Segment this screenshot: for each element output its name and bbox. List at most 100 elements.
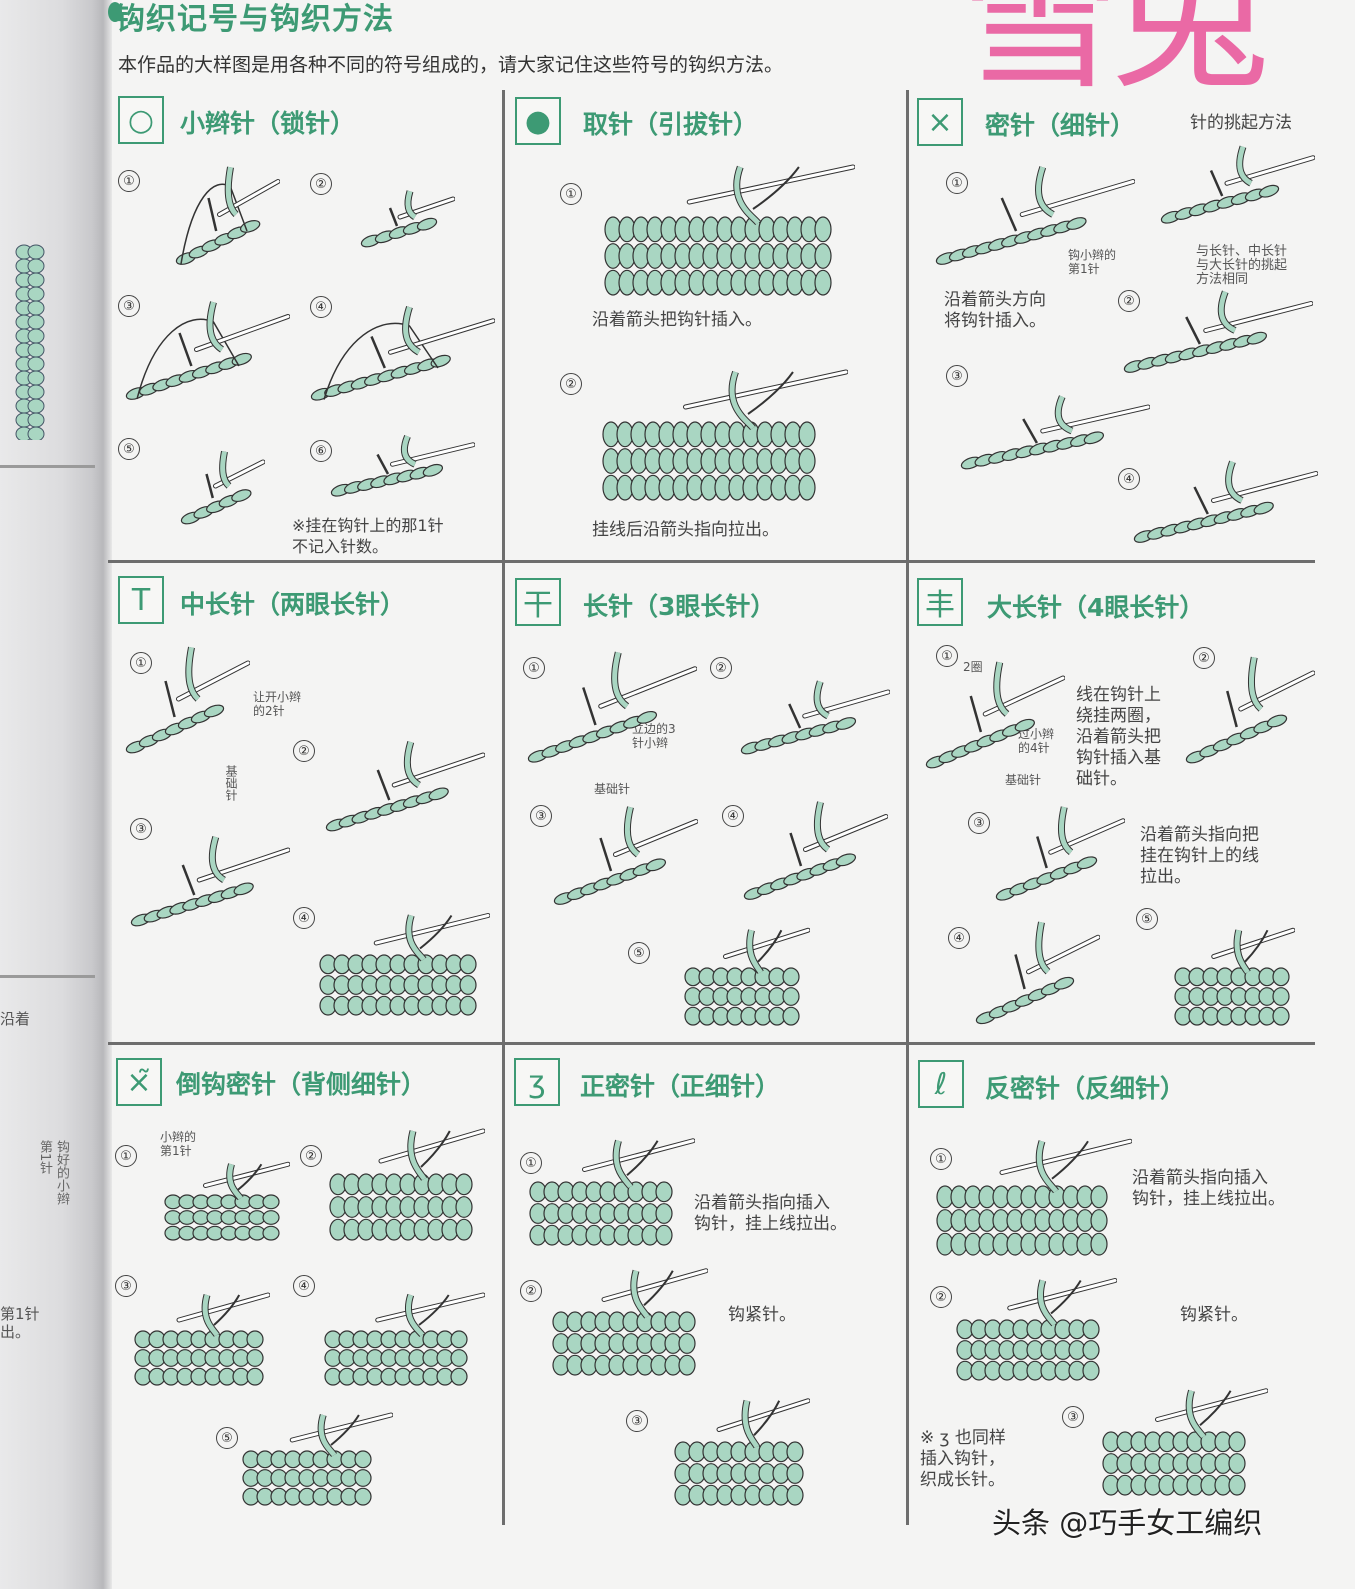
yarn-chain-loop [636,710,658,724]
crochet-hook-shaft [1212,928,1295,958]
arrow-icon [388,207,399,227]
stitch-illustration [120,645,251,765]
arrow-icon [1199,1390,1232,1427]
arrow-icon [1036,836,1048,869]
crochet-hook-shaft [376,1293,485,1322]
yarn-stitch [798,474,816,501]
arrow-icon [643,1270,674,1306]
stitch-illustration [955,395,1151,475]
step-number: ③ [115,1275,137,1297]
stitch-illustration [355,190,456,250]
label: 钩小辫的 第1针 [1068,248,1117,276]
label: 小辫的 第1针 [160,1130,197,1158]
label: 基础针 [224,765,238,801]
crochet-hook-shaft [290,1413,393,1442]
step-number: ③ [118,295,140,317]
step-number: ③ [626,1410,648,1432]
crochet-hook-shaft [687,165,855,204]
arrow-icon [376,769,391,801]
step-number: ② [293,740,315,762]
step-number: ⑥ [310,440,332,462]
single-crochet-symbol-icon: × [917,98,963,146]
step-number: ① [520,1152,542,1174]
yarn-chain-loop [1266,714,1288,728]
arrow-icon [752,166,800,210]
yarn-loop [27,342,45,358]
yarn-strand [612,651,629,709]
crochet-hook-shaft [374,914,490,945]
stitch-illustration [130,1290,271,1390]
yarn-strand [994,661,1009,716]
step-number: ② [930,1286,952,1308]
yarn-chain-loop [1083,431,1105,445]
yarn-stitch [354,1487,372,1506]
panel-title: 小辫针（锁针） [180,109,356,138]
left-page-divider [0,975,95,978]
crochet-hook-shaft [204,1162,290,1187]
yarn-stitch [262,1194,280,1210]
arrow-icon [164,680,176,718]
yarn-stitch [246,1349,264,1367]
arrow-icon [418,1294,450,1326]
yarn-stitch [1082,1319,1100,1340]
step-number: ③ [530,805,552,827]
stitch-illustration [320,740,486,840]
step-number: ② [1118,290,1140,312]
yarn-stitch [354,1469,372,1487]
arrow-icon [237,1163,263,1191]
step-number: ⑤ [628,942,650,964]
yarn-loop [27,398,45,414]
yarn-chain-loop [1253,501,1274,515]
stitch-illustration [738,800,889,910]
crochet-hook-shaft [1000,1139,1132,1174]
step-number: ① [118,170,140,192]
step-number: ④ [1118,468,1140,490]
crochet-hook-shaft [717,1399,810,1431]
yarn-stitch [1082,1340,1100,1360]
stitch-illustration [952,1275,1118,1385]
yarn-stitch [262,1210,280,1225]
crochet-hook-shaft [389,319,495,354]
stitch-illustration [1180,655,1316,775]
panel-title: 取针（引拔针） [583,110,759,139]
yarn-chain-loop [231,489,252,503]
left-page-text: 第1针 出。 [0,1305,40,1341]
step-number: ⑤ [216,1427,238,1449]
page-subtitle: 本作品的大样图是用各种不同的符号组成的，请大家记住这些符号的钩织方法。 [118,54,784,76]
crochet-hook-shaft [602,1269,708,1301]
step-number: ③ [946,365,968,387]
yarn-chain-loop [428,787,449,801]
yarn-strand [624,806,640,857]
arrow-icon [207,197,218,232]
caption: 沿着箭头指向插入 钩针，挂上线拉出。 [694,1193,847,1234]
step-number: ④ [293,1275,315,1297]
yarn-stitch [459,995,477,1016]
arrow-icon [582,687,597,726]
yarn-stitch [1228,1474,1246,1496]
stitch-illustration [160,1160,291,1245]
yarn-stitch [798,421,816,448]
yarn-stitch [1272,967,1290,987]
yarn-strand [405,190,417,220]
step-number: ③ [1062,1406,1084,1428]
step-number: ② [300,1145,322,1167]
yarn-strand [729,371,756,430]
yarn-strand [631,1270,650,1319]
crochet-hook-shaft [724,928,810,958]
yarn-strand [318,1414,337,1457]
arrow-icon [1022,418,1038,444]
step-number: ② [1193,647,1215,669]
yarn-strand [814,680,830,719]
yarn-loop [27,244,45,260]
yarn-strand [209,836,226,883]
yarn-strand [1038,1279,1057,1326]
hand-illustration [305,305,496,410]
stitch-illustration [680,925,811,1030]
crochet-hook-shaft [599,667,697,708]
arrow-icon [747,371,794,415]
step-number: ② [310,173,332,195]
yarn-stitch [782,1006,800,1026]
stitch-illustration [548,1265,709,1380]
step-number: ① [936,645,958,667]
label: 过小辫 的4针 [1018,727,1055,755]
